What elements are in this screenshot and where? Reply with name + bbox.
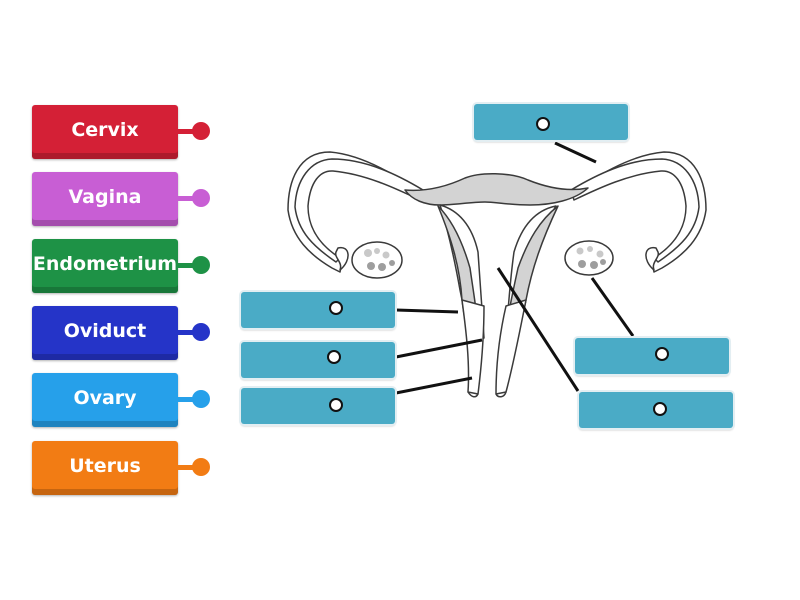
label-oviduct-stem [176, 330, 200, 335]
drop-target-left-2[interactable] [241, 342, 395, 378]
label-cervix-stem [176, 129, 200, 134]
label-endometrium-text: Endometrium [32, 239, 178, 293]
label-cervix-text: Cervix [32, 105, 178, 159]
drop-target-top[interactable] [474, 104, 628, 140]
leader-lines [395, 141, 635, 395]
dot-connector-icon[interactable] [192, 323, 210, 341]
label-ovary-text: Ovary [32, 373, 178, 427]
dot-connector-icon[interactable] [192, 256, 210, 274]
label-ovary[interactable]: Ovary [32, 373, 214, 427]
dot-connector-icon[interactable] [192, 189, 210, 207]
label-vagina-stem [176, 196, 200, 201]
label-uterus-text: Uterus [32, 441, 178, 495]
drop-target-left-1[interactable] [241, 292, 395, 328]
dot-connector-icon[interactable] [192, 390, 210, 408]
organ-outline [287, 151, 707, 398]
right-ovary [564, 240, 614, 276]
drop-target-right-1[interactable] [575, 338, 729, 374]
circle-pin-icon[interactable] [329, 301, 343, 315]
label-vagina-text: Vagina [32, 172, 178, 226]
label-oviduct-text: Oviduct [32, 306, 178, 360]
label-oviduct[interactable]: Oviduct [32, 306, 214, 360]
label-endometrium[interactable]: Endometrium [32, 239, 214, 293]
circle-pin-icon[interactable] [329, 398, 343, 412]
label-uterus-stem [176, 465, 200, 470]
label-ovary-stem [176, 397, 200, 402]
circle-pin-icon[interactable] [653, 402, 667, 416]
label-endometrium-stem [176, 263, 200, 268]
circle-pin-icon[interactable] [536, 117, 550, 131]
left-ovary [351, 241, 403, 279]
label-uterus[interactable]: Uterus [32, 441, 214, 495]
circle-pin-icon[interactable] [327, 350, 341, 364]
dot-connector-icon[interactable] [192, 122, 210, 140]
drop-target-left-3[interactable] [241, 388, 395, 424]
dot-connector-icon[interactable] [192, 458, 210, 476]
label-vagina[interactable]: Vagina [32, 172, 214, 226]
label-cervix[interactable]: Cervix [32, 105, 214, 159]
circle-pin-icon[interactable] [655, 347, 669, 361]
drop-target-right-2[interactable] [579, 392, 733, 428]
